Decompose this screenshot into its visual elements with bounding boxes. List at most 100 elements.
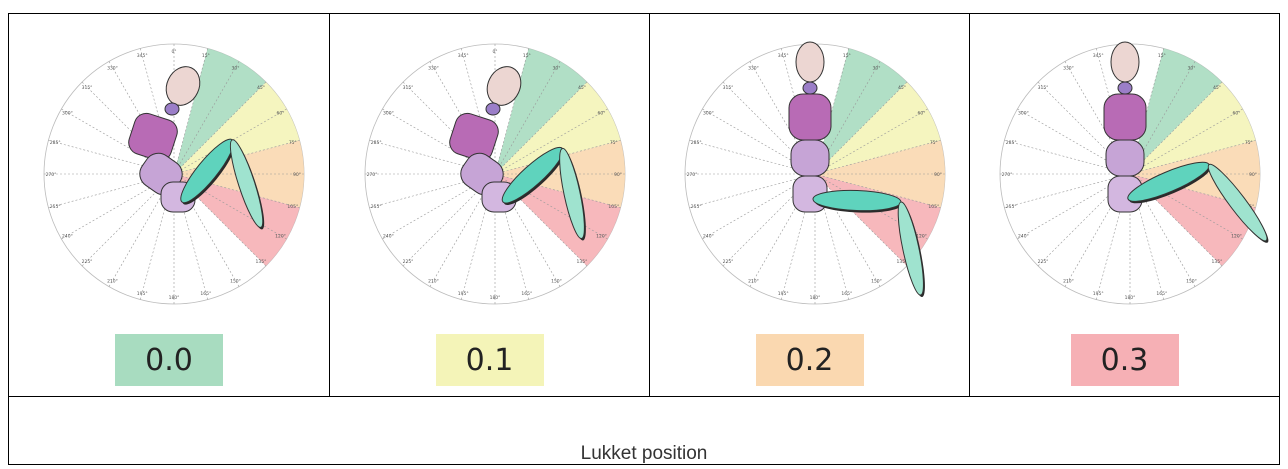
angle-tick-label: 90°	[934, 172, 942, 178]
score-label-4: 0.3	[1070, 334, 1179, 386]
angle-tick-label: 225°	[403, 259, 414, 265]
chest-shape	[1103, 93, 1147, 141]
angle-tick-label: 30°	[873, 65, 881, 71]
abdomen-shape	[790, 139, 830, 177]
angle-tick-label: 270°	[367, 172, 378, 178]
angle-zone-0	[1130, 48, 1222, 174]
angle-tick-label: 195°	[1093, 291, 1104, 297]
angle-tick-label: 120°	[596, 234, 607, 240]
angle-tick-label: 0°	[492, 49, 497, 55]
score-label-1: 0.0	[115, 334, 223, 386]
angle-tick-label: 75°	[610, 140, 618, 146]
angle-tick-label: 60°	[277, 111, 285, 117]
score-label-3: 0.2	[755, 334, 864, 386]
angle-tick-label: 45°	[578, 85, 586, 91]
radial-gridline	[494, 108, 608, 175]
angle-tick-label: 255°	[50, 204, 61, 210]
radial-gridline	[814, 140, 941, 175]
angle-tick-label: 285°	[50, 140, 61, 146]
angle-tick-label: 150°	[230, 279, 241, 285]
abdomen-shape	[1105, 139, 1145, 177]
angle-tick-label: 165°	[841, 291, 852, 297]
radial-gridline	[494, 48, 529, 175]
angle-tick-label: 90°	[1249, 172, 1257, 178]
angle-tick-label: 255°	[371, 204, 382, 210]
angle-tick-label: 165°	[521, 291, 532, 297]
angle-tick-label: 210°	[1063, 279, 1074, 285]
angle-tick-label: 105°	[928, 204, 939, 210]
angle-tick-label: 135°	[256, 259, 267, 265]
radial-gridline	[1129, 140, 1256, 175]
angle-tick-label: 345°	[1093, 53, 1104, 59]
angle-tick-label: 45°	[257, 85, 265, 91]
angle-tick-label: 240°	[62, 234, 73, 240]
angle-tick-label: 210°	[428, 279, 439, 285]
angle-tick-label: 240°	[1018, 234, 1029, 240]
arm-diagram-2: 0°15°30°45°60°75°90°105°120°135°150°165°…	[364, 43, 626, 305]
radial-gridline	[173, 81, 267, 175]
angle-tick-label: 15°	[202, 53, 210, 59]
angle-tick-label: 180°	[1125, 295, 1136, 301]
angle-tick-label: 150°	[871, 279, 882, 285]
forearm-shape	[897, 201, 924, 296]
angle-tick-label: 180°	[490, 295, 501, 301]
neck-shape	[1117, 81, 1133, 95]
angle-tick-label: 180°	[169, 295, 180, 301]
angle-tick-label: 270°	[1002, 172, 1013, 178]
radial-gridline	[173, 61, 240, 175]
radial-gridline	[1129, 81, 1223, 175]
angle-tick-label: 120°	[916, 234, 927, 240]
chest-shape	[788, 93, 832, 141]
arm-diagram-4: 0°15°30°45°60°75°90°105°120°135°150°165°…	[999, 41, 1269, 305]
angle-tick-label: 15°	[843, 53, 851, 59]
angle-tick-label: 330°	[748, 65, 759, 71]
neck-shape	[485, 102, 501, 116]
angle-tick-label: 315°	[403, 85, 414, 91]
angle-tick-label: 240°	[383, 234, 394, 240]
angle-tick-label: 285°	[691, 140, 702, 146]
angle-tick-label: 225°	[1038, 259, 1049, 265]
angle-tick-label: 165°	[1156, 291, 1167, 297]
figure-table: 0° 15° 30° 45° 60° 75° 90° 105° 120° 135° 150° 165°…	[8, 13, 1280, 465]
radial-gridline	[494, 81, 588, 175]
angle-tick-label: 195°	[137, 291, 148, 297]
chest-shape	[128, 112, 178, 162]
radial-gridline	[494, 61, 561, 175]
angle-tick-label: 330°	[1063, 65, 1074, 71]
angle-zone-3	[174, 174, 300, 266]
angle-tick-label: 225°	[723, 259, 734, 265]
angle-tick-label: 210°	[107, 279, 118, 285]
angle-tick-label: 315°	[1038, 85, 1049, 91]
angle-tick-label: 105°	[287, 204, 298, 210]
angle-tick-label: 30°	[1188, 65, 1196, 71]
angle-tick-label: 90°	[614, 172, 622, 178]
angle-tick-label: 315°	[723, 85, 734, 91]
figure-body	[128, 66, 201, 213]
score-label-2: 0.1	[435, 334, 544, 386]
arm-diagram-1: 0°15°30°45°60°75°90°105°120°135°150°165°…	[43, 43, 305, 305]
arm-diagram-3: 0°15°30°45°60°75°90°105°120°135°150°165°…	[684, 41, 946, 305]
panel-3: 0°15°30°45°60°75°90°105°120°135°150°165°…	[649, 14, 969, 396]
angle-tick-label: 135°	[897, 259, 908, 265]
angle-tick-label: 270°	[46, 172, 57, 178]
angle-zone-1	[1130, 82, 1256, 174]
neck-shape	[164, 102, 180, 116]
angle-zone-0	[174, 48, 266, 174]
angle-tick-label: 135°	[1212, 259, 1223, 265]
angle-tick-label: 135°	[577, 259, 588, 265]
angle-zone-1	[815, 82, 941, 174]
panel-1: 0°15°30°45°60°75°90°105°120°135°150°165°…	[9, 14, 329, 396]
radial-gridline	[814, 173, 941, 208]
angle-tick-label: 300°	[62, 111, 73, 117]
angle-tick-label: 30°	[553, 65, 561, 71]
angle-tick-label: 45°	[1213, 85, 1221, 91]
angle-tick-label: 225°	[82, 259, 93, 265]
angle-tick-label: 120°	[275, 234, 286, 240]
angle-tick-label: 300°	[1018, 111, 1029, 117]
angle-tick-label: 60°	[918, 111, 926, 117]
angle-tick-label: 330°	[428, 65, 439, 71]
angle-zone-3	[495, 174, 621, 266]
angle-tick-label: 240°	[703, 234, 714, 240]
chest-shape	[449, 112, 499, 162]
angle-tick-label: 90°	[293, 172, 301, 178]
